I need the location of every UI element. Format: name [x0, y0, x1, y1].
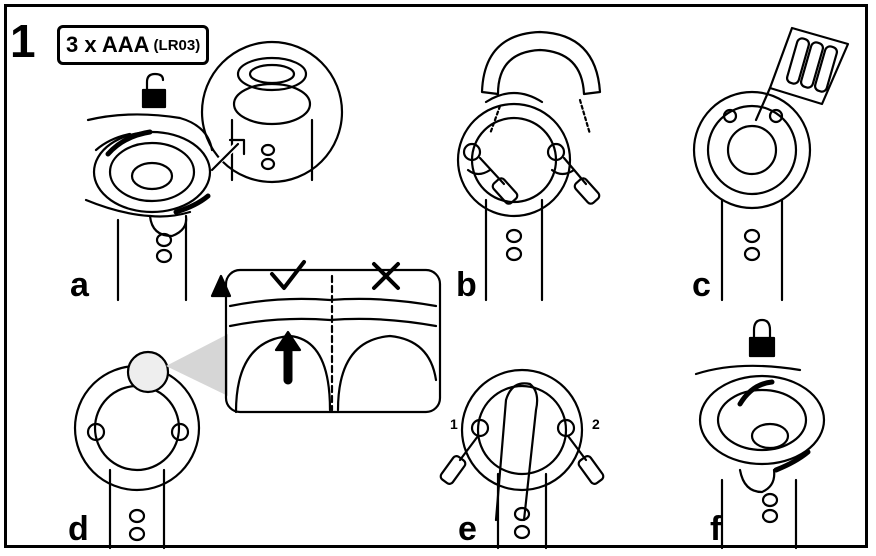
battery-pack-icon — [754, 26, 850, 122]
panel-label-c: c — [692, 266, 711, 304]
battery-type: (LR03) — [153, 36, 201, 54]
panel-a-drawing — [84, 40, 344, 302]
unlock-icon — [141, 72, 167, 109]
step-number: 1 — [10, 15, 36, 67]
panel-e-drawing — [460, 368, 584, 550]
panel-label-f: f — [710, 510, 722, 548]
battery-quantity: 3 x AAA — [66, 32, 150, 57]
lock-icon — [748, 318, 776, 358]
cross-icon — [372, 262, 400, 290]
panel-d-drawing — [73, 268, 442, 550]
panel-label-d: d — [68, 510, 89, 548]
instruction-frame — [4, 4, 868, 548]
finger-icon — [494, 382, 539, 522]
battery-requirement-badge: 3 x AAA (LR03) — [57, 25, 210, 65]
panel-label-a: a — [70, 266, 89, 304]
check-icon — [270, 260, 306, 290]
screwdriver-icon — [466, 156, 601, 205]
warning-icon — [210, 274, 232, 298]
screw-order-1: 1 — [450, 416, 458, 432]
screw-order-2: 2 — [592, 416, 600, 432]
panel-f-drawing — [694, 364, 826, 550]
panel-label-e: e — [458, 510, 477, 548]
panel-label-b: b — [456, 266, 477, 304]
panel-c-drawing — [692, 90, 812, 302]
up-arrow-icon — [274, 330, 302, 385]
panel-b-drawing — [456, 30, 602, 302]
screwdriver-icon — [439, 434, 605, 485]
